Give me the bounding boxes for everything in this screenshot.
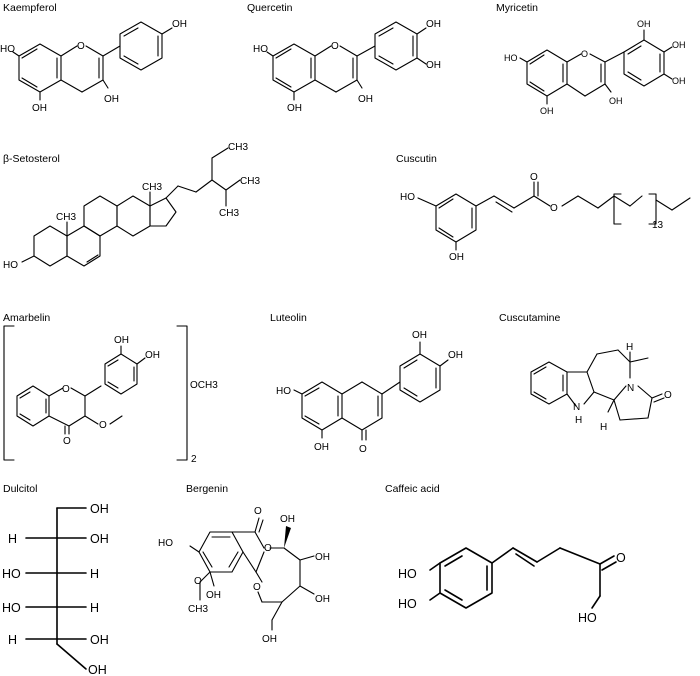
cuscutin-o-carbonyl: O	[530, 172, 538, 183]
setosterol-ch3-right: CH3	[240, 176, 260, 187]
myricetin-title: Myricetin	[496, 2, 538, 14]
cuscutin-o-ester: O	[550, 203, 558, 214]
bergenin-wedge-bond	[284, 526, 291, 548]
setosterol-title: β-Setosterol	[3, 153, 60, 165]
quercetin-structure: Quercetin O HO OH OH OH OH	[247, 2, 441, 114]
dulcitol-r4-left: HO	[2, 601, 21, 615]
bergenin-oh-bottom: OH	[262, 634, 277, 645]
luteolin-ho: HO	[276, 386, 291, 397]
bergenin-oh-right2: OH	[315, 594, 330, 605]
bergenin-structure: Bergenin O O OH OH OH O OH HO OH O CH3	[158, 483, 330, 645]
myricetin-oh-c: OH	[672, 76, 686, 86]
kaempferol-structure: Kaempferol O HO OH OH OH	[0, 2, 187, 114]
dulcitol-r1-right: OH	[90, 502, 109, 516]
dulcitol-r2-left: H	[8, 532, 17, 546]
amarbelin-oh-b: OH	[145, 350, 160, 361]
cuscutin-structure: Cuscutin HO OH O O 13	[396, 153, 691, 263]
cuscutamine-title: Cuscutamine	[499, 312, 560, 324]
setosterol-ch3-c10: CH3	[56, 212, 76, 223]
cuscutamine-structure: Cuscutamine H N N H H O	[499, 312, 672, 433]
cuscutamine-nh-n: N	[573, 402, 580, 413]
kaempferol-oh-top: OH	[172, 19, 187, 30]
bergenin-ch3: CH3	[188, 604, 208, 615]
dulcitol-r6-right: OH	[88, 663, 107, 676]
kaempferol-title: Kaempferol	[3, 2, 57, 14]
quercetin-title: Quercetin	[247, 2, 293, 14]
amarbelin-o-ring: O	[62, 384, 70, 395]
luteolin-o-keto: O	[359, 444, 367, 455]
caffeic-o-carbonyl: O	[616, 551, 626, 565]
quercetin-oh-b: OH	[426, 60, 441, 71]
cuscutin-title: Cuscutin	[396, 153, 437, 165]
bergenin-oh-right1: OH	[315, 552, 330, 563]
dulcitol-r2-right: OH	[90, 532, 109, 546]
caffeic-title: Caffeic acid	[385, 483, 440, 495]
cuscutin-ho: HO	[400, 192, 415, 203]
bergenin-o-methoxy: O	[194, 576, 202, 587]
kaempferol-oh5: OH	[32, 103, 47, 114]
setosterol-structure: β-Setosterol CH3 CH3 CH3 CH3 CH3 HO	[3, 142, 260, 271]
bergenin-title: Bergenin	[186, 483, 228, 495]
myricetin-oh-b: OH	[672, 40, 686, 50]
bergenin-oh-arom: OH	[206, 590, 221, 601]
quercetin-oh5: OH	[287, 103, 302, 114]
amarbelin-oh-a: OH	[114, 335, 129, 346]
cuscutamine-h-top: H	[626, 342, 633, 353]
bergenin-ho: HO	[158, 538, 173, 549]
myricetin-oh-a: OH	[637, 19, 651, 29]
dulcitol-r3-left: HO	[2, 567, 21, 581]
cuscutamine-n: N	[627, 383, 634, 394]
bergenin-oh-wedge: OH	[280, 514, 295, 525]
dulcitol-structure: Dulcitol OH H OH HO H HO H H OH OH	[2, 483, 109, 676]
luteolin-oh-a: OH	[412, 330, 427, 341]
luteolin-oh-bottom: OH	[314, 442, 329, 453]
myricetin-structure: Myricetin O HO OH OH OH OH OH	[496, 2, 686, 116]
caffeic-ho-b: HO	[398, 597, 417, 611]
myricetin-ho: HO	[504, 53, 518, 63]
bergenin-o-lactone: O	[264, 543, 272, 554]
bergenin-o-pyran: O	[253, 582, 261, 593]
cuscutamine-h-bottom: H	[600, 422, 607, 433]
dulcitol-title: Dulcitol	[3, 483, 37, 495]
luteolin-title: Luteolin	[270, 312, 307, 324]
caffeic-acid-structure: Caffeic acid HO HO O HO	[385, 483, 626, 625]
caffeic-ho-a: HO	[398, 567, 417, 581]
amarbelin-structure: Amarbelin O O O OH OH OCH3 2	[3, 312, 218, 465]
setosterol-ho: HO	[3, 260, 18, 271]
amarbelin-o-keto: O	[63, 436, 71, 447]
cuscutamine-nh-h: H	[575, 415, 582, 426]
quercetin-ho: HO	[253, 44, 268, 55]
dulcitol-r5-left: H	[8, 633, 17, 647]
setosterol-ch3-top: CH3	[228, 142, 248, 153]
amarbelin-subscript: 2	[191, 454, 197, 465]
myricetin-oh3: OH	[609, 96, 623, 106]
luteolin-oh-b: OH	[448, 350, 463, 361]
kaempferol-o-ring: O	[77, 41, 85, 52]
setosterol-ch3-c13: CH3	[142, 182, 162, 193]
myricetin-oh5: OH	[540, 106, 554, 116]
cuscutamine-o-keto: O	[664, 390, 672, 401]
dulcitol-r3-right: H	[90, 567, 99, 581]
quercetin-oh3: OH	[358, 94, 373, 105]
amarbelin-title: Amarbelin	[3, 312, 50, 324]
quercetin-oh-a: OH	[426, 19, 441, 30]
dulcitol-r5-right: OH	[90, 633, 109, 647]
myricetin-o-ring: O	[581, 49, 588, 59]
caffeic-ho-acid: HO	[578, 611, 597, 625]
amarbelin-o-methoxy: O	[99, 420, 107, 431]
quercetin-o-ring: O	[331, 41, 339, 52]
setosterol-ch3-low: CH3	[219, 208, 239, 219]
kaempferol-oh3: OH	[104, 94, 119, 105]
bergenin-o-carbonyl: O	[254, 506, 262, 517]
cuscutin-repeat-count: 13	[652, 220, 664, 231]
luteolin-structure: Luteolin HO OH OH OH O	[270, 312, 463, 455]
kaempferol-ho: HO	[0, 44, 15, 55]
dulcitol-r4-right: H	[90, 601, 99, 615]
amarbelin-och3: OCH3	[190, 380, 218, 391]
cuscutin-oh: OH	[449, 252, 464, 263]
